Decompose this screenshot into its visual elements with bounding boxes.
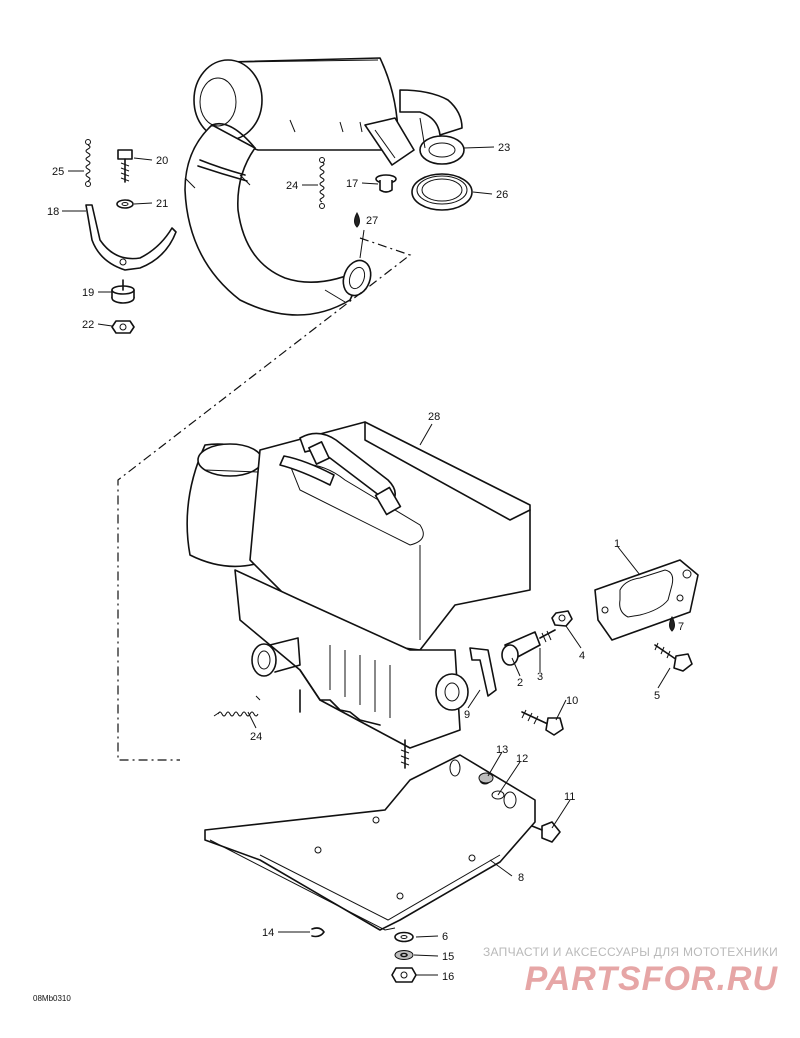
rubber-mount-part-19 <box>111 279 135 304</box>
callout-17: 17 <box>346 178 358 190</box>
callout-5: 5 <box>654 690 660 702</box>
callout-2: 2 <box>517 677 523 689</box>
callout-6: 6 <box>442 931 448 943</box>
callout-8: 8 <box>518 872 524 884</box>
spring-part-24-bottom <box>213 695 261 717</box>
watermark-logo: PARTSFOR.RU <box>524 960 778 998</box>
seal-ring-part-26 <box>411 173 473 211</box>
callout-14: 14 <box>262 927 274 939</box>
callout-12: 12 <box>516 753 528 765</box>
nut-part-16 <box>391 967 417 983</box>
callout-10: 10 <box>566 695 578 707</box>
callout-4: 4 <box>579 650 585 662</box>
muffler <box>193 57 415 166</box>
callout-16: 16 <box>442 971 454 983</box>
callout-13: 13 <box>496 744 508 756</box>
callout-9: 9 <box>464 709 470 721</box>
bolt-part-20 <box>117 149 133 183</box>
watermark-tagline: ЗАПЧАСТИ И АКСЕССУАРЫ ДЛЯ МОТОТЕХНИКИ <box>482 945 778 959</box>
callout-26: 26 <box>496 189 508 201</box>
clip-part-14 <box>311 927 325 938</box>
washer-part-6 <box>394 931 414 943</box>
lubricant-drop-icon <box>354 211 360 228</box>
exhaust-pipe <box>184 123 372 316</box>
nut-part-4 <box>551 610 573 627</box>
callout-27: 27 <box>366 215 378 227</box>
spring-part-24-top <box>319 157 325 209</box>
callout-24-bottom: 24 <box>250 731 262 743</box>
callout-25: 25 <box>52 166 64 178</box>
callout-28: 28 <box>428 411 440 423</box>
washer-part-15 <box>394 950 414 960</box>
callout-11: 11 <box>564 791 575 803</box>
engine-bracket-part-1 <box>594 559 699 641</box>
stud-part-2-3 <box>501 629 556 666</box>
plug-part-17 <box>375 174 397 193</box>
lubricant-drop-icon-7 <box>669 615 675 632</box>
callout-24-top: 24 <box>286 180 298 192</box>
engine-assembly <box>186 421 531 769</box>
callout-labels: 1 2 3 4 5 6 7 8 9 10 11 12 13 14 15 16 1… <box>47 142 684 983</box>
callout-23: 23 <box>498 142 510 154</box>
leader-lines <box>62 146 671 976</box>
callout-22: 22 <box>82 319 94 331</box>
bolt-part-10 <box>521 709 564 736</box>
assembly-dash-line <box>117 237 412 761</box>
callout-1: 1 <box>614 538 620 550</box>
spring-part-25 <box>85 139 91 187</box>
callout-7: 7 <box>678 621 684 633</box>
grommet-part-13 <box>478 772 494 784</box>
site-watermark: ЗАПЧАСТИ И АКСЕССУАРЫ ДЛЯ МОТОТЕХНИКИ PA… <box>483 945 778 997</box>
bolt-part-5 <box>654 642 693 672</box>
callout-3: 3 <box>537 671 543 683</box>
callout-19: 19 <box>82 287 94 299</box>
bolt-part-11 <box>531 821 561 843</box>
washer-part-21 <box>116 199 134 209</box>
nut-part-22 <box>111 320 135 334</box>
callout-18: 18 <box>47 206 59 218</box>
callout-20: 20 <box>156 155 168 167</box>
callout-21: 21 <box>156 198 168 210</box>
callout-15: 15 <box>442 951 454 963</box>
figure-code: 08Mb0310 <box>33 994 71 1003</box>
bracket-part-18 <box>85 204 177 271</box>
tail-pipe <box>399 89 465 165</box>
